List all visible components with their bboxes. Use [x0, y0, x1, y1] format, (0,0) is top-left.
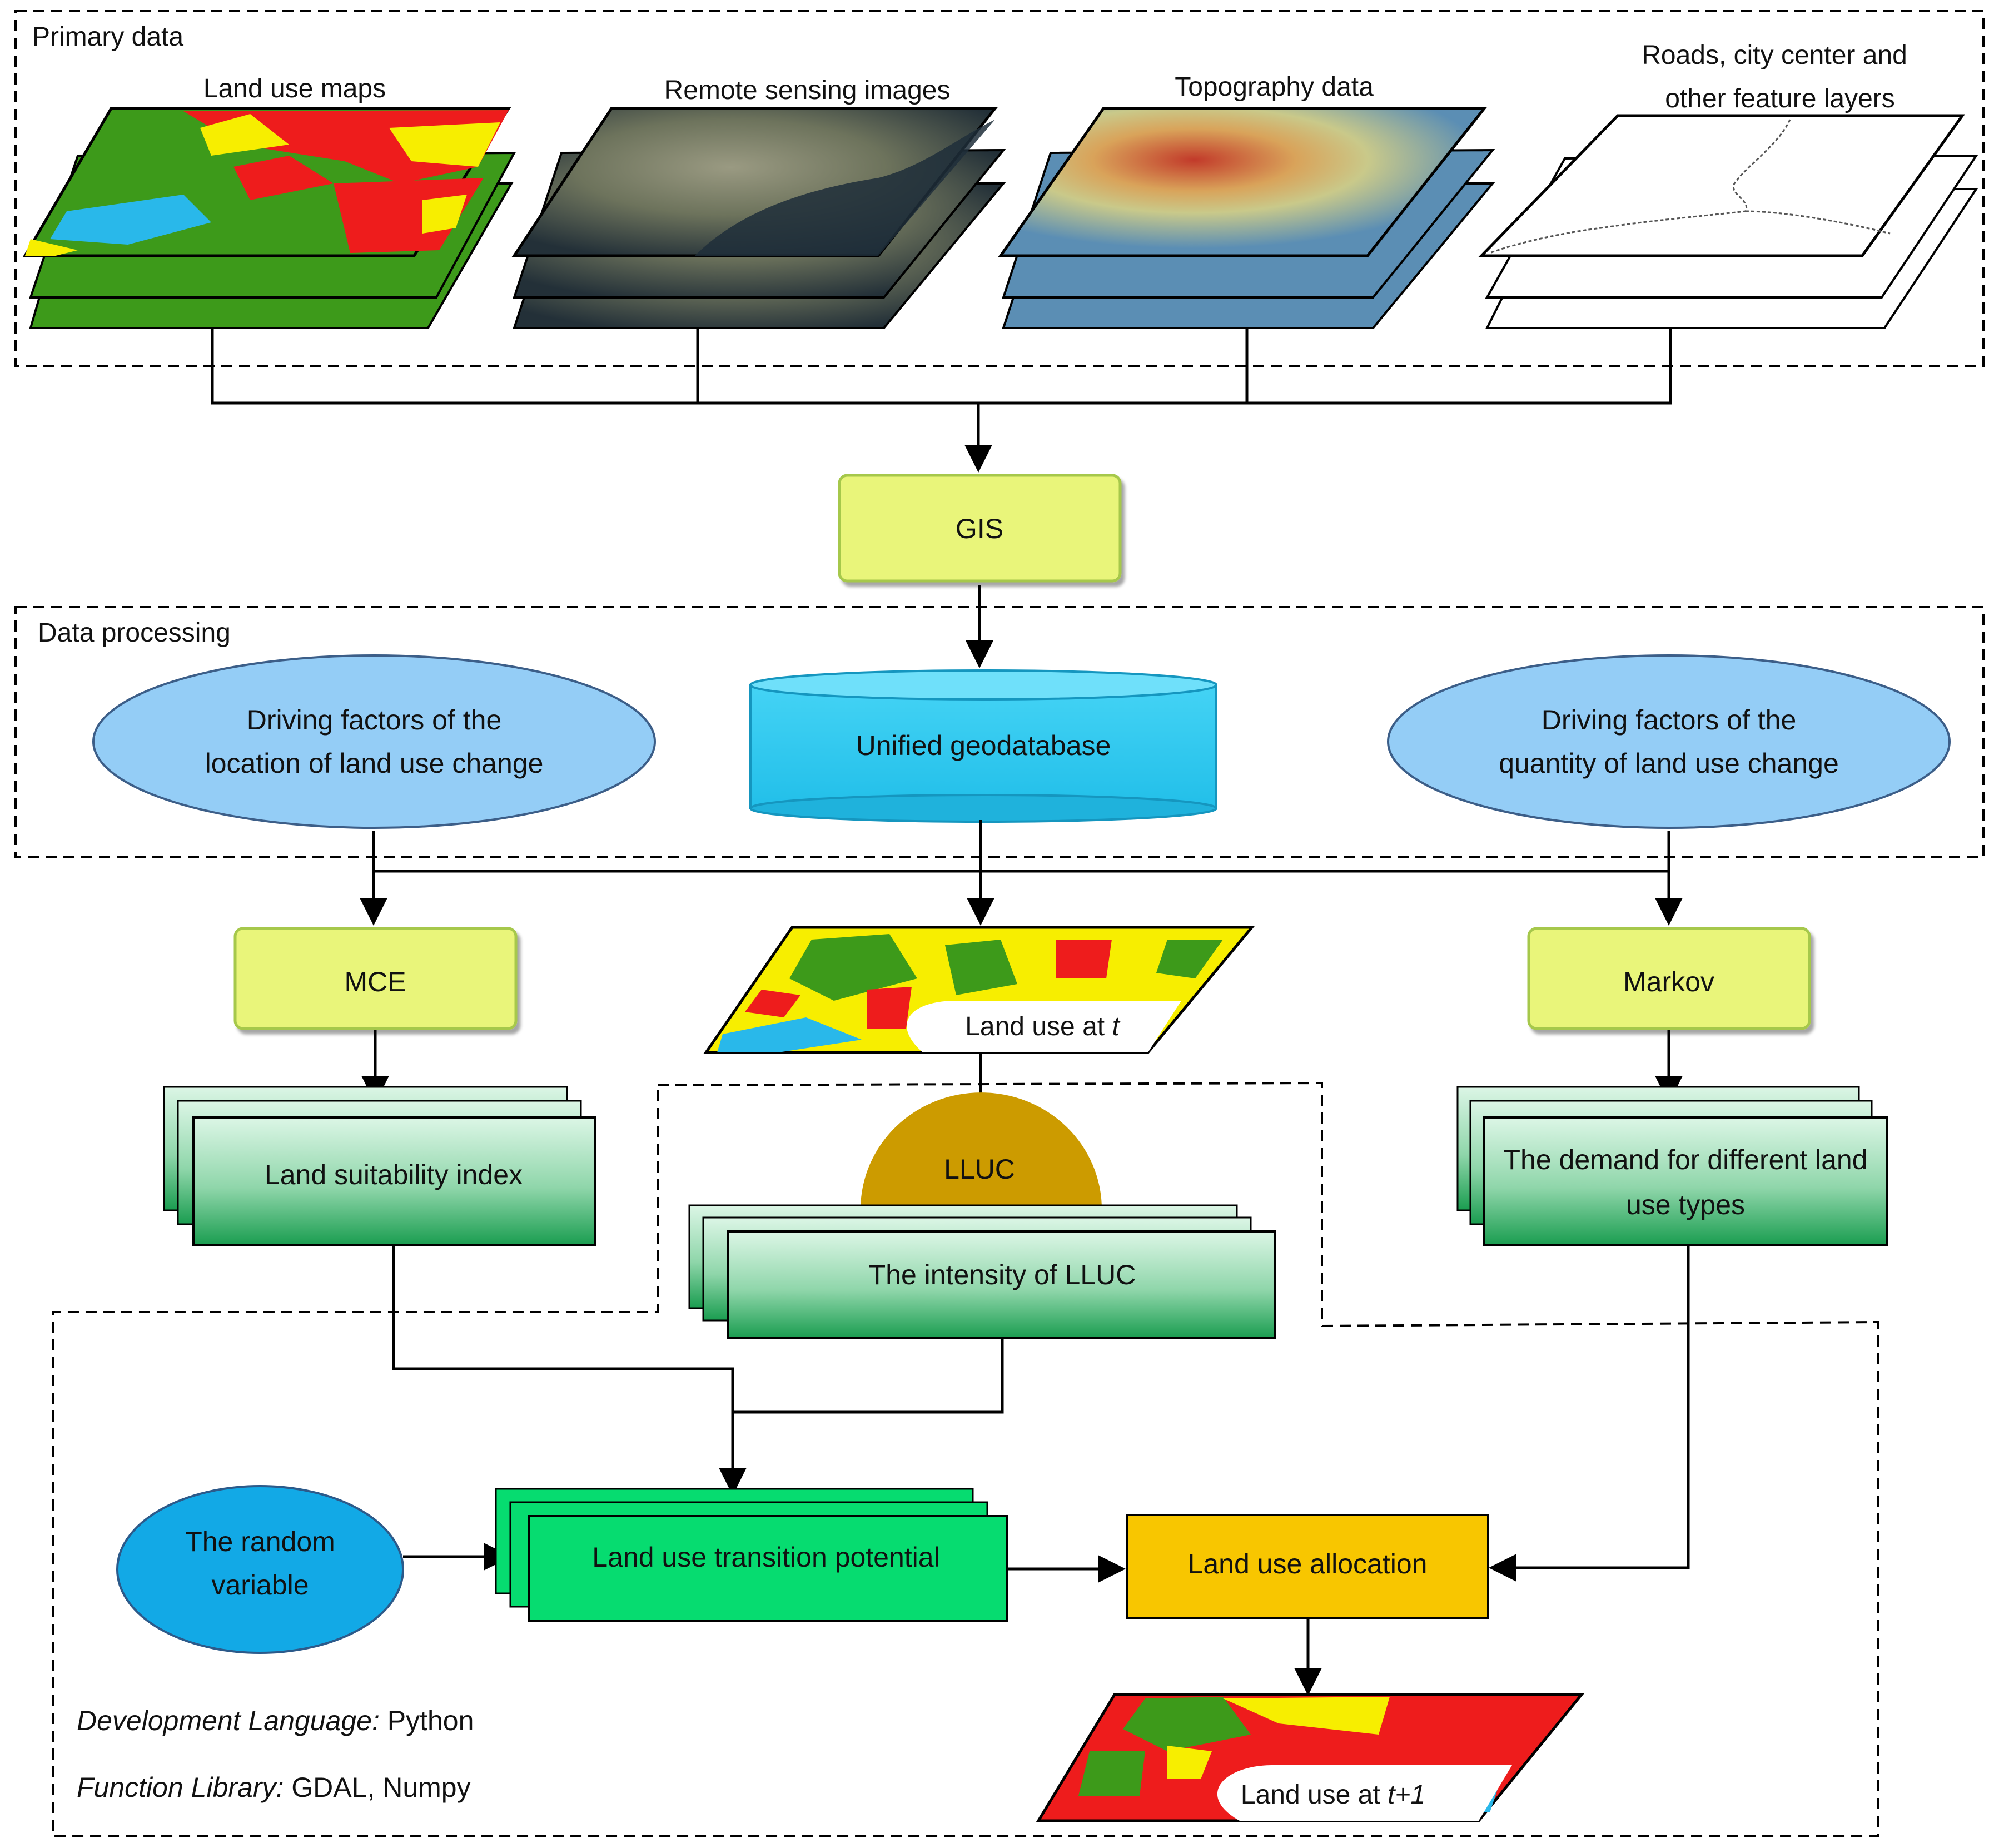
lluc-dome — [861, 1092, 1102, 1209]
mce-box — [233, 927, 518, 1030]
lluc-label: LLUC — [944, 1154, 1015, 1185]
land-use-t1-map — [1036, 1693, 1585, 1822]
demand-label-line1: The demand for different land — [1503, 1144, 1867, 1175]
land-use-maps-label: Land use maps — [203, 74, 386, 103]
random-variable-ellipse — [116, 1485, 404, 1654]
lluc-intensity-label: The intensity of LLUC — [869, 1259, 1136, 1290]
land-use-t1-var: t+1 — [1388, 1780, 1425, 1810]
feature-layers-label-line1: Roads, city center and — [1642, 41, 1907, 70]
topography-label: Topography data — [1175, 72, 1374, 102]
processing-connectors — [360, 820, 1683, 926]
land-use-t-label: Land use at t — [965, 1012, 1120, 1041]
demand-label-line2: use types — [1626, 1189, 1745, 1220]
land-use-maps-stack — [22, 107, 516, 329]
location-factors-line2: location of land use change — [205, 748, 544, 779]
primary-to-gis-connector — [211, 328, 1672, 473]
primary-data-label: Primary data — [32, 22, 183, 52]
random-variable-line2: variable — [211, 1569, 309, 1601]
gis-label: GIS — [956, 513, 1003, 544]
allocation-box — [1126, 1514, 1489, 1619]
gis-box — [838, 474, 1122, 583]
land-suitability-label: Land suitability index — [265, 1159, 523, 1190]
location-factors-ellipse — [92, 654, 656, 829]
feature-layers-label-line2: other feature layers — [1665, 84, 1895, 113]
quantity-factors-line1: Driving factors of the — [1542, 704, 1797, 736]
data-processing-label: Data processing — [38, 618, 231, 648]
remote-sensing-label: Remote sensing images — [664, 76, 951, 105]
land-use-t1-label: Land use at t+1 — [1241, 1780, 1425, 1810]
land-use-t-prefix: Land use at — [965, 1012, 1112, 1041]
dev-lang-value: Python — [380, 1705, 474, 1736]
land-use-t-var: t — [1112, 1012, 1120, 1041]
primary-data-frame — [14, 10, 1985, 367]
transition-potential-label: Land use transition potential — [592, 1542, 939, 1573]
random-variable-line1: The random — [185, 1526, 335, 1557]
land-use-t1-prefix: Land use at — [1241, 1780, 1388, 1810]
demand-stack — [1456, 1086, 1888, 1246]
land-suitability-stack — [163, 1086, 596, 1246]
unified-geodatabase — [749, 669, 1217, 823]
quantity-factors-line2: quantity of land use change — [1499, 748, 1839, 779]
quantity-factors-ellipse — [1387, 654, 1951, 829]
feature-layers-stack — [1478, 114, 1978, 329]
land-use-t-map — [703, 926, 1255, 1054]
lluc-intensity-stack — [688, 1204, 1276, 1339]
model-connectors — [392, 1245, 1690, 1696]
remote-sensing-stack — [511, 107, 1006, 329]
geodatabase-label: Unified geodatabase — [856, 730, 1111, 761]
dev-lang-label: Development Language: — [77, 1705, 380, 1736]
topography-stack — [998, 107, 1495, 329]
function-library-note: Function Library: GDAL, Numpy — [77, 1772, 471, 1803]
transition-potential-stack — [495, 1488, 1008, 1622]
markov-box — [1527, 927, 1811, 1030]
location-factors-line1: Driving factors of the — [247, 704, 502, 736]
data-processing-frame — [14, 606, 1985, 858]
mce-label: MCE — [344, 966, 406, 997]
func-lib-value: GDAL, Numpy — [284, 1772, 470, 1803]
allocation-label: Land use allocation — [1188, 1548, 1428, 1579]
markov-label: Markov — [1623, 966, 1714, 997]
development-language-note: Development Language: Python — [77, 1705, 474, 1736]
lluc-frame — [52, 1081, 1879, 1837]
func-lib-label: Function Library: — [77, 1772, 284, 1803]
